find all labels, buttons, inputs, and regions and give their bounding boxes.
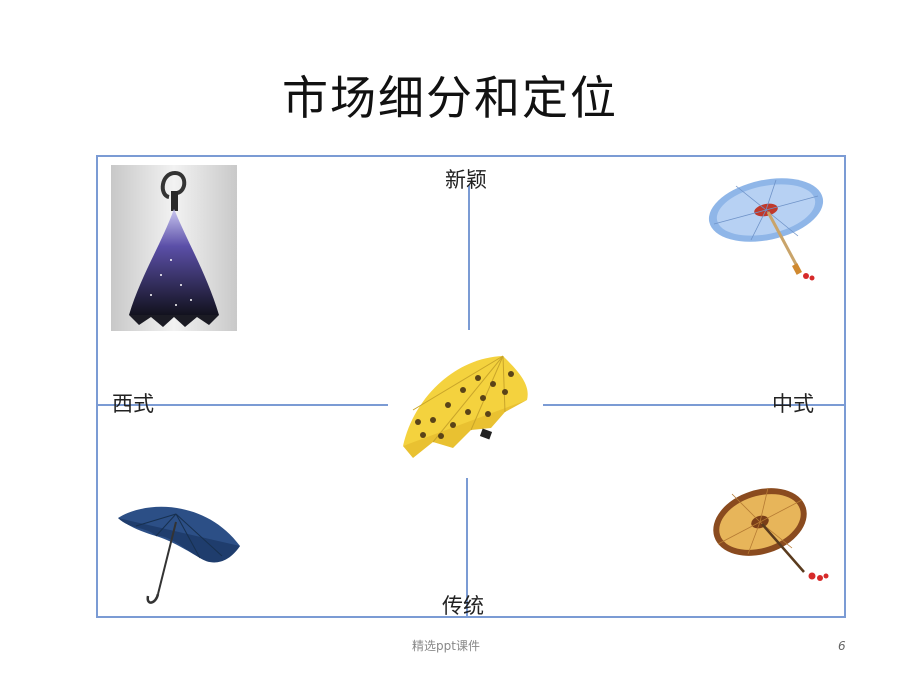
blue-oil-paper-umbrella-image (708, 178, 824, 281)
reverse-umbrella-image (111, 165, 237, 331)
yellow-polka-dot-umbrella-image (403, 355, 528, 458)
slide-footer: 精选ppt课件 (412, 639, 480, 653)
navy-classic-umbrella-image (118, 506, 240, 604)
axis-label-bottom: 传统 (442, 594, 484, 618)
slide-title: 市场细分和定位 (282, 71, 618, 125)
positioning-map-frame (96, 155, 846, 618)
page-number: 6 (838, 639, 846, 653)
vertical-axis-top (468, 185, 470, 330)
axis-label-top: 新颖 (445, 168, 487, 192)
vertical-axis-bottom (466, 478, 468, 618)
horizontal-axis-right (543, 404, 846, 406)
axis-label-right: 中式 (772, 392, 814, 416)
amber-oil-paper-umbrella-image (713, 487, 829, 581)
horizontal-axis-left (96, 404, 388, 406)
axis-label-left: 西式 (112, 392, 154, 416)
